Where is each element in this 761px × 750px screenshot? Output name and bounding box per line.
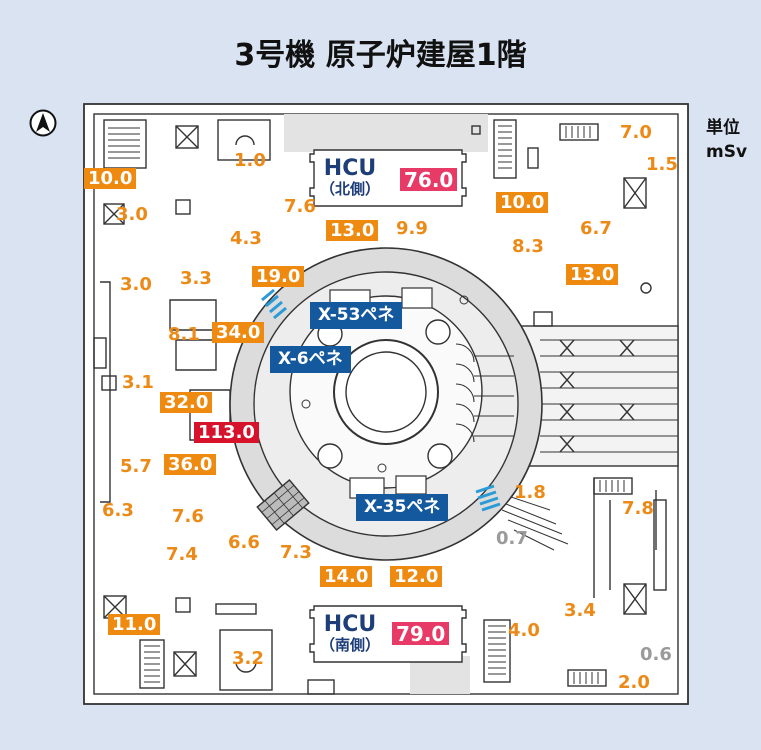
dose-value: 3.2 <box>232 648 264 669</box>
penetration-x53-label: X-53ペネ <box>310 302 403 329</box>
dose-value: 7.6 <box>172 506 204 527</box>
dose-value: 5.7 <box>120 456 152 477</box>
dose-value: 6.7 <box>580 218 612 239</box>
dose-box: 36.0 <box>164 454 217 475</box>
dose-value: 1.8 <box>514 482 546 503</box>
dose-box: 19.0 <box>252 266 305 287</box>
hcu-north-label: HCU <box>323 156 377 181</box>
dose-value: 3.3 <box>180 268 212 289</box>
dose-value: 3.0 <box>120 274 152 295</box>
dose-value: 4.3 <box>230 228 262 249</box>
hcu-north: HCU （北側） <box>320 158 380 197</box>
dose-value: 7.3 <box>280 542 312 563</box>
hcu-south-value: 79.0 <box>392 622 450 645</box>
hcu-north-sub: （北側） <box>320 180 381 198</box>
dose-value: 1.0 <box>234 150 266 171</box>
unit-value: mSv <box>706 142 748 162</box>
hcu-south-sub: （南側） <box>320 636 381 654</box>
hcu-south: HCU （南側） <box>320 614 380 653</box>
dose-value: 1.5 <box>646 154 678 175</box>
dose-value: 6.6 <box>228 532 260 553</box>
dose-value: 2.0 <box>618 672 650 693</box>
dose-value: 6.3 <box>102 500 134 521</box>
dose-value: 0.7 <box>496 528 528 549</box>
hcu-north-value: 76.0 <box>400 168 458 191</box>
dose-box-highlight: 113.0 <box>194 422 259 443</box>
dose-value: 3.1 <box>122 372 154 393</box>
dose-value: 9.9 <box>396 218 428 239</box>
dose-value: 7.8 <box>622 498 654 519</box>
penetration-x35-label: X-35ペネ <box>356 494 449 521</box>
dose-box: 11.0 <box>108 614 161 635</box>
hcu-south-label: HCU <box>323 612 377 637</box>
dose-box: 10.0 <box>496 192 549 213</box>
dose-box: 14.0 <box>320 566 373 587</box>
dose-box: 13.0 <box>566 264 619 285</box>
dose-box: 10.0 <box>84 168 137 189</box>
dose-box: 13.0 <box>326 220 379 241</box>
dose-value: 0.6 <box>640 644 672 665</box>
dose-value: 4.0 <box>508 620 540 641</box>
north-arrow-icon <box>29 109 57 137</box>
unit-label: 単位 <box>706 118 740 138</box>
dose-value: 7.4 <box>166 544 198 565</box>
dose-box: 12.0 <box>390 566 443 587</box>
page-title: 3号機 原子炉建屋1階 <box>234 38 527 73</box>
penetration-x6-label: X-6ペネ <box>270 346 351 373</box>
dose-box: 34.0 <box>212 322 265 343</box>
unit-legend: 単位 mSv <box>706 116 747 164</box>
dose-box: 32.0 <box>160 392 213 413</box>
dose-value: 3.0 <box>116 204 148 225</box>
dose-value: 8.1 <box>168 324 200 345</box>
dose-value: 7.6 <box>284 196 316 217</box>
dose-value: 3.4 <box>564 600 596 621</box>
dose-value: 8.3 <box>512 236 544 257</box>
dose-value: 7.0 <box>620 122 652 143</box>
